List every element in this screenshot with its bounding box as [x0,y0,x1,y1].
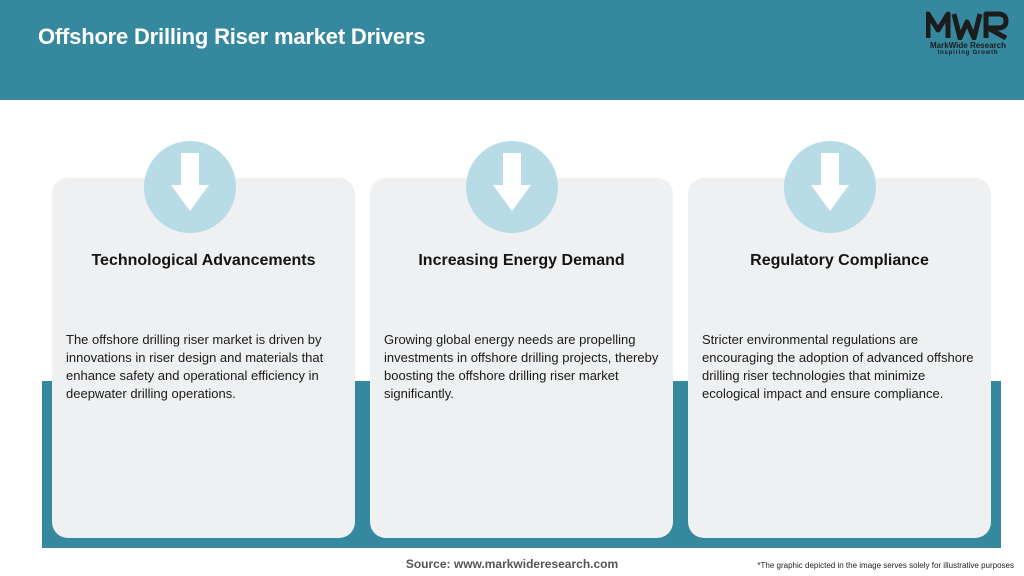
driver-card-increasing-energy-demand: Increasing Energy Demand Growing global … [360,178,683,548]
down-arrow-icon [171,153,209,211]
mwr-logo-icon [926,11,1009,40]
driver-card-regulatory-compliance: Regulatory Compliance Stricter environme… [678,178,1001,548]
driver-card-technological-advancements: Technological Advancements The offshore … [42,178,365,548]
card-title: Regulatory Compliance [750,252,929,269]
card-description: Stricter environmental regulations are e… [702,332,974,401]
card-panel: Technological Advancements The offshore … [52,178,355,538]
brand-logo: MarkWide Research Inspiring Growth [920,10,1016,60]
page-title: Offshore Drilling Riser market Drivers [38,24,426,49]
card-description: Growing global energy needs are propelli… [384,332,659,401]
card-icon-circle [144,141,236,233]
logo-name: MarkWide Research [930,41,1006,50]
disclaimer-note: *The graphic depicted in the image serve… [757,561,1014,570]
header-banner: Offshore Drilling Riser market Drivers M… [0,0,1024,100]
card-icon-circle [466,141,558,233]
card-icon-circle [784,141,876,233]
down-arrow-icon [493,153,531,211]
source-credit: Source: www.markwideresearch.com [405,557,619,571]
card-panel: Regulatory Compliance Stricter environme… [688,178,991,538]
down-arrow-icon [811,153,849,211]
card-description: The offshore drilling riser market is dr… [66,332,324,401]
card-title: Increasing Energy Demand [418,252,625,269]
logo-tagline: Inspiring Growth [937,50,999,56]
card-panel: Increasing Energy Demand Growing global … [370,178,673,538]
card-title: Technological Advancements [91,252,316,269]
